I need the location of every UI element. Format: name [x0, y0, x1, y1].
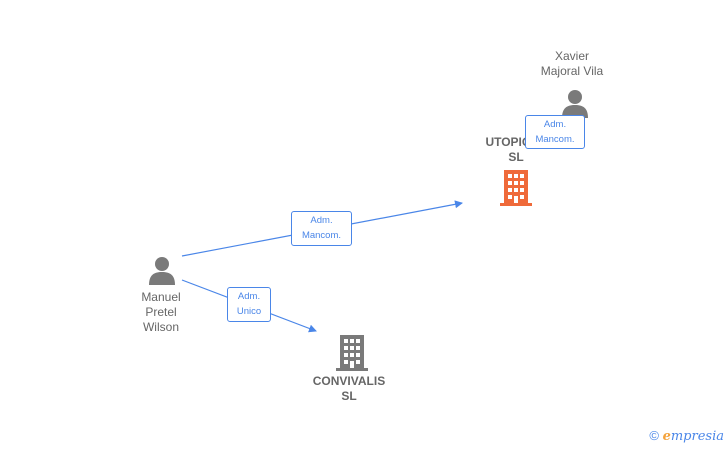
edge-label-manuel-utopicss[interactable]: Adm. Mancom. [291, 211, 352, 246]
company-name-convivalis[interactable]: CONVIVALIS SL [312, 374, 386, 403]
person-icon[interactable] [561, 88, 589, 118]
person-name-xavier[interactable]: Xavier Majoral Vila [540, 49, 604, 78]
building-icon[interactable] [500, 170, 532, 206]
copyright-icon: © [649, 428, 659, 443]
empresia-watermark: © empresia [649, 428, 724, 444]
empresia-logo: empresia [662, 429, 724, 444]
person-name-manuel[interactable]: Manuel Pretel Wilson [141, 290, 181, 334]
edge-label-xavier-utopicss[interactable]: Adm. Mancom. [525, 115, 585, 149]
person-icon[interactable] [148, 255, 176, 285]
building-icon[interactable] [336, 335, 368, 371]
edge-label-manuel-convivalis[interactable]: Adm. Unico [227, 287, 271, 322]
